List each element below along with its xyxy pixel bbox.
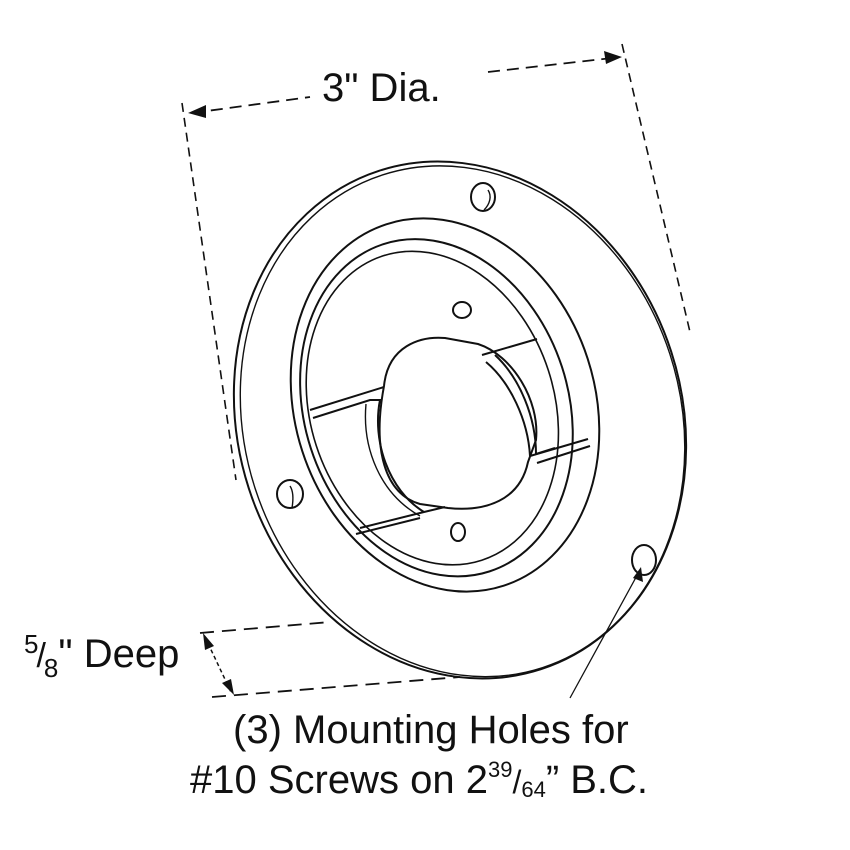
depth-suffix: " Deep [58,632,180,676]
note-prefix: #10 Screws on 2 [190,758,488,802]
depth-label: 5/8" Deep [24,629,180,683]
inner-hole-bottom [450,522,466,542]
leader-arrow [569,567,643,699]
mounting-hole-right [631,544,657,576]
outer-flange [232,160,688,680]
retaining-tab-right [481,338,591,464]
mounting-hole-top [470,182,496,212]
depth-slash: / [36,637,46,675]
inner-hole-top [452,301,472,319]
recess-ring [289,217,601,593]
bc-slash: / [512,764,522,800]
bc-denominator: 64 [521,777,546,802]
depth-denominator: 8 [43,653,59,683]
depth-numerator: 5 [24,629,39,659]
bc-numerator: 39 [487,757,513,782]
retaining-tab-left [309,386,446,535]
diameter-label: 3" Dia. [322,66,441,110]
depth-dimension [199,621,461,698]
note-suffix: ” B.C. [545,758,649,802]
mounting-note-line2: #10 Screws on 239/64” B.C. [190,757,649,803]
center-opening [378,336,538,510]
diameter-dimension [181,43,691,481]
mounting-note-line1: (3) Mounting Holes for [233,708,629,752]
mounting-hole-left [276,479,304,509]
